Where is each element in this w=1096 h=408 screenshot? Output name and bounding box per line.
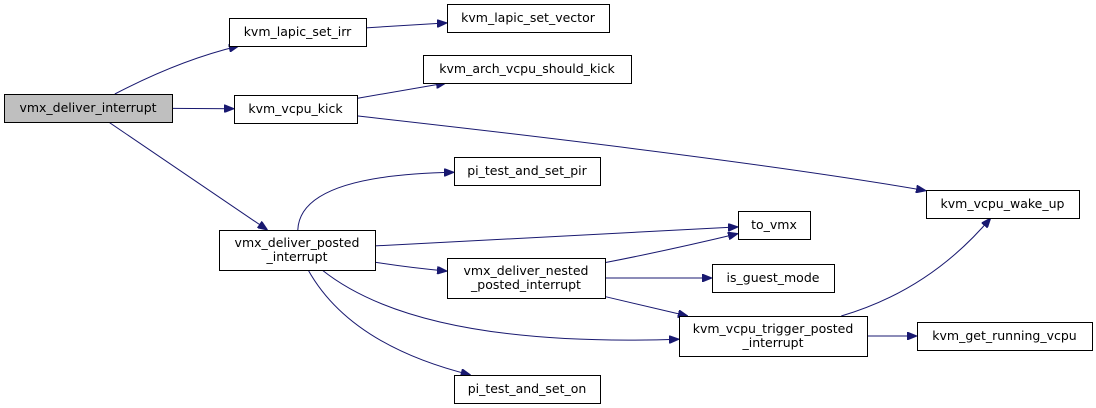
nodes: vmx_deliver_interruptkvm_lapic_set_irrkv…	[4, 4, 1093, 404]
node-label: pi_test_and_set_pir	[467, 163, 587, 178]
node-label: _interrupt	[265, 249, 327, 264]
node-vmx_deliver_nested_posted_interrupt[interactable]: vmx_deliver_nested_posted_interrupt	[447, 258, 606, 299]
node-label: kvm_lapic_set_irr	[244, 24, 352, 39]
edge-vmx_deliver_posted_interrupt-to-pi_test_and_set_on	[307, 269, 471, 375]
edges	[108, 23, 991, 375]
edge-kvm_vcpu_trigger_posted_interrupt-to-kvm_vcpu_wake_up	[841, 218, 990, 317]
node-label: kvm_lapic_set_vector	[461, 10, 596, 25]
node-vmx_deliver_interrupt[interactable]: vmx_deliver_interrupt	[4, 94, 173, 123]
node-label: to_vmx	[751, 217, 797, 232]
node-kvm_lapic_set_vector[interactable]: kvm_lapic_set_vector	[447, 4, 610, 33]
node-box	[917, 322, 1093, 351]
node-kvm_lapic_set_irr[interactable]: kvm_lapic_set_irr	[229, 18, 367, 47]
node-box	[229, 18, 367, 47]
node-vmx_deliver_posted_interrupt[interactable]: vmx_deliver_posted_interrupt	[219, 230, 376, 271]
node-kvm_get_running_vcpu[interactable]: kvm_get_running_vcpu	[917, 322, 1093, 351]
node-is_guest_mode[interactable]: is_guest_mode	[712, 264, 835, 293]
node-box	[219, 230, 376, 271]
edge-vmx_deliver_posted_interrupt-to-pi_test_and_set_pir	[297, 172, 454, 231]
node-box	[679, 316, 868, 357]
node-box	[4, 94, 173, 123]
node-label: vmx_deliver_nested	[464, 263, 589, 278]
node-box	[447, 4, 610, 33]
node-kvm_vcpu_wake_up[interactable]: kvm_vcpu_wake_up	[926, 190, 1080, 219]
node-box	[234, 95, 358, 124]
node-label: pi_test_and_set_on	[468, 381, 587, 396]
node-box	[454, 157, 601, 186]
node-pi_test_and_set_pir[interactable]: pi_test_and_set_pir	[454, 157, 601, 186]
node-label: kvm_get_running_vcpu	[932, 328, 1076, 343]
edge-vmx_deliver_posted_interrupt-to-vmx_deliver_nested_posted_interrupt	[374, 261, 447, 271]
node-kvm_vcpu_kick[interactable]: kvm_vcpu_kick	[234, 95, 358, 124]
edge-kvm_vcpu_kick-to-kvm_arch_vcpu_should_kick	[356, 83, 446, 99]
node-label: _interrupt	[741, 335, 803, 350]
edge-vmx_deliver_interrupt-to-kvm_lapic_set_irr	[114, 46, 239, 95]
node-label: vmx_deliver_posted	[235, 235, 360, 250]
edge-kvm_lapic_set_irr-to-kvm_lapic_set_vector	[365, 23, 447, 29]
edge-kvm_vcpu_kick-to-kvm_vcpu_wake_up	[356, 115, 926, 191]
node-kvm_arch_vcpu_should_kick[interactable]: kvm_arch_vcpu_should_kick	[423, 55, 632, 84]
node-pi_test_and_set_on[interactable]: pi_test_and_set_on	[454, 375, 601, 404]
node-label: kvm_arch_vcpu_should_kick	[439, 61, 615, 76]
edge-vmx_deliver_nested_posted_interrupt-to-kvm_vcpu_trigger_posted_interrupt	[604, 296, 688, 316]
node-box	[926, 190, 1080, 219]
node-label: kvm_vcpu_trigger_posted	[693, 321, 854, 336]
edge-vmx_deliver_posted_interrupt-to-kvm_vcpu_trigger_posted_interrupt	[321, 269, 679, 340]
edge-vmx_deliver_nested_posted_interrupt-to-to_vmx	[604, 234, 738, 264]
node-box	[447, 258, 606, 299]
node-kvm_vcpu_trigger_posted_interrupt[interactable]: kvm_vcpu_trigger_posted_interrupt	[679, 316, 868, 357]
node-label: vmx_deliver_interrupt	[19, 100, 156, 115]
node-box	[738, 211, 811, 240]
node-label: is_guest_mode	[727, 270, 820, 285]
node-label: kvm_vcpu_wake_up	[941, 196, 1065, 211]
node-box	[454, 375, 601, 404]
node-label: _posted_interrupt	[470, 277, 581, 292]
edge-vmx_deliver_interrupt-to-vmx_deliver_posted_interrupt	[108, 121, 268, 230]
node-box	[712, 264, 835, 293]
edge-vmx_deliver_posted_interrupt-to-to_vmx	[374, 227, 738, 247]
node-box	[423, 55, 632, 84]
node-to_vmx[interactable]: to_vmx	[738, 211, 811, 240]
node-label: kvm_vcpu_kick	[248, 101, 343, 116]
